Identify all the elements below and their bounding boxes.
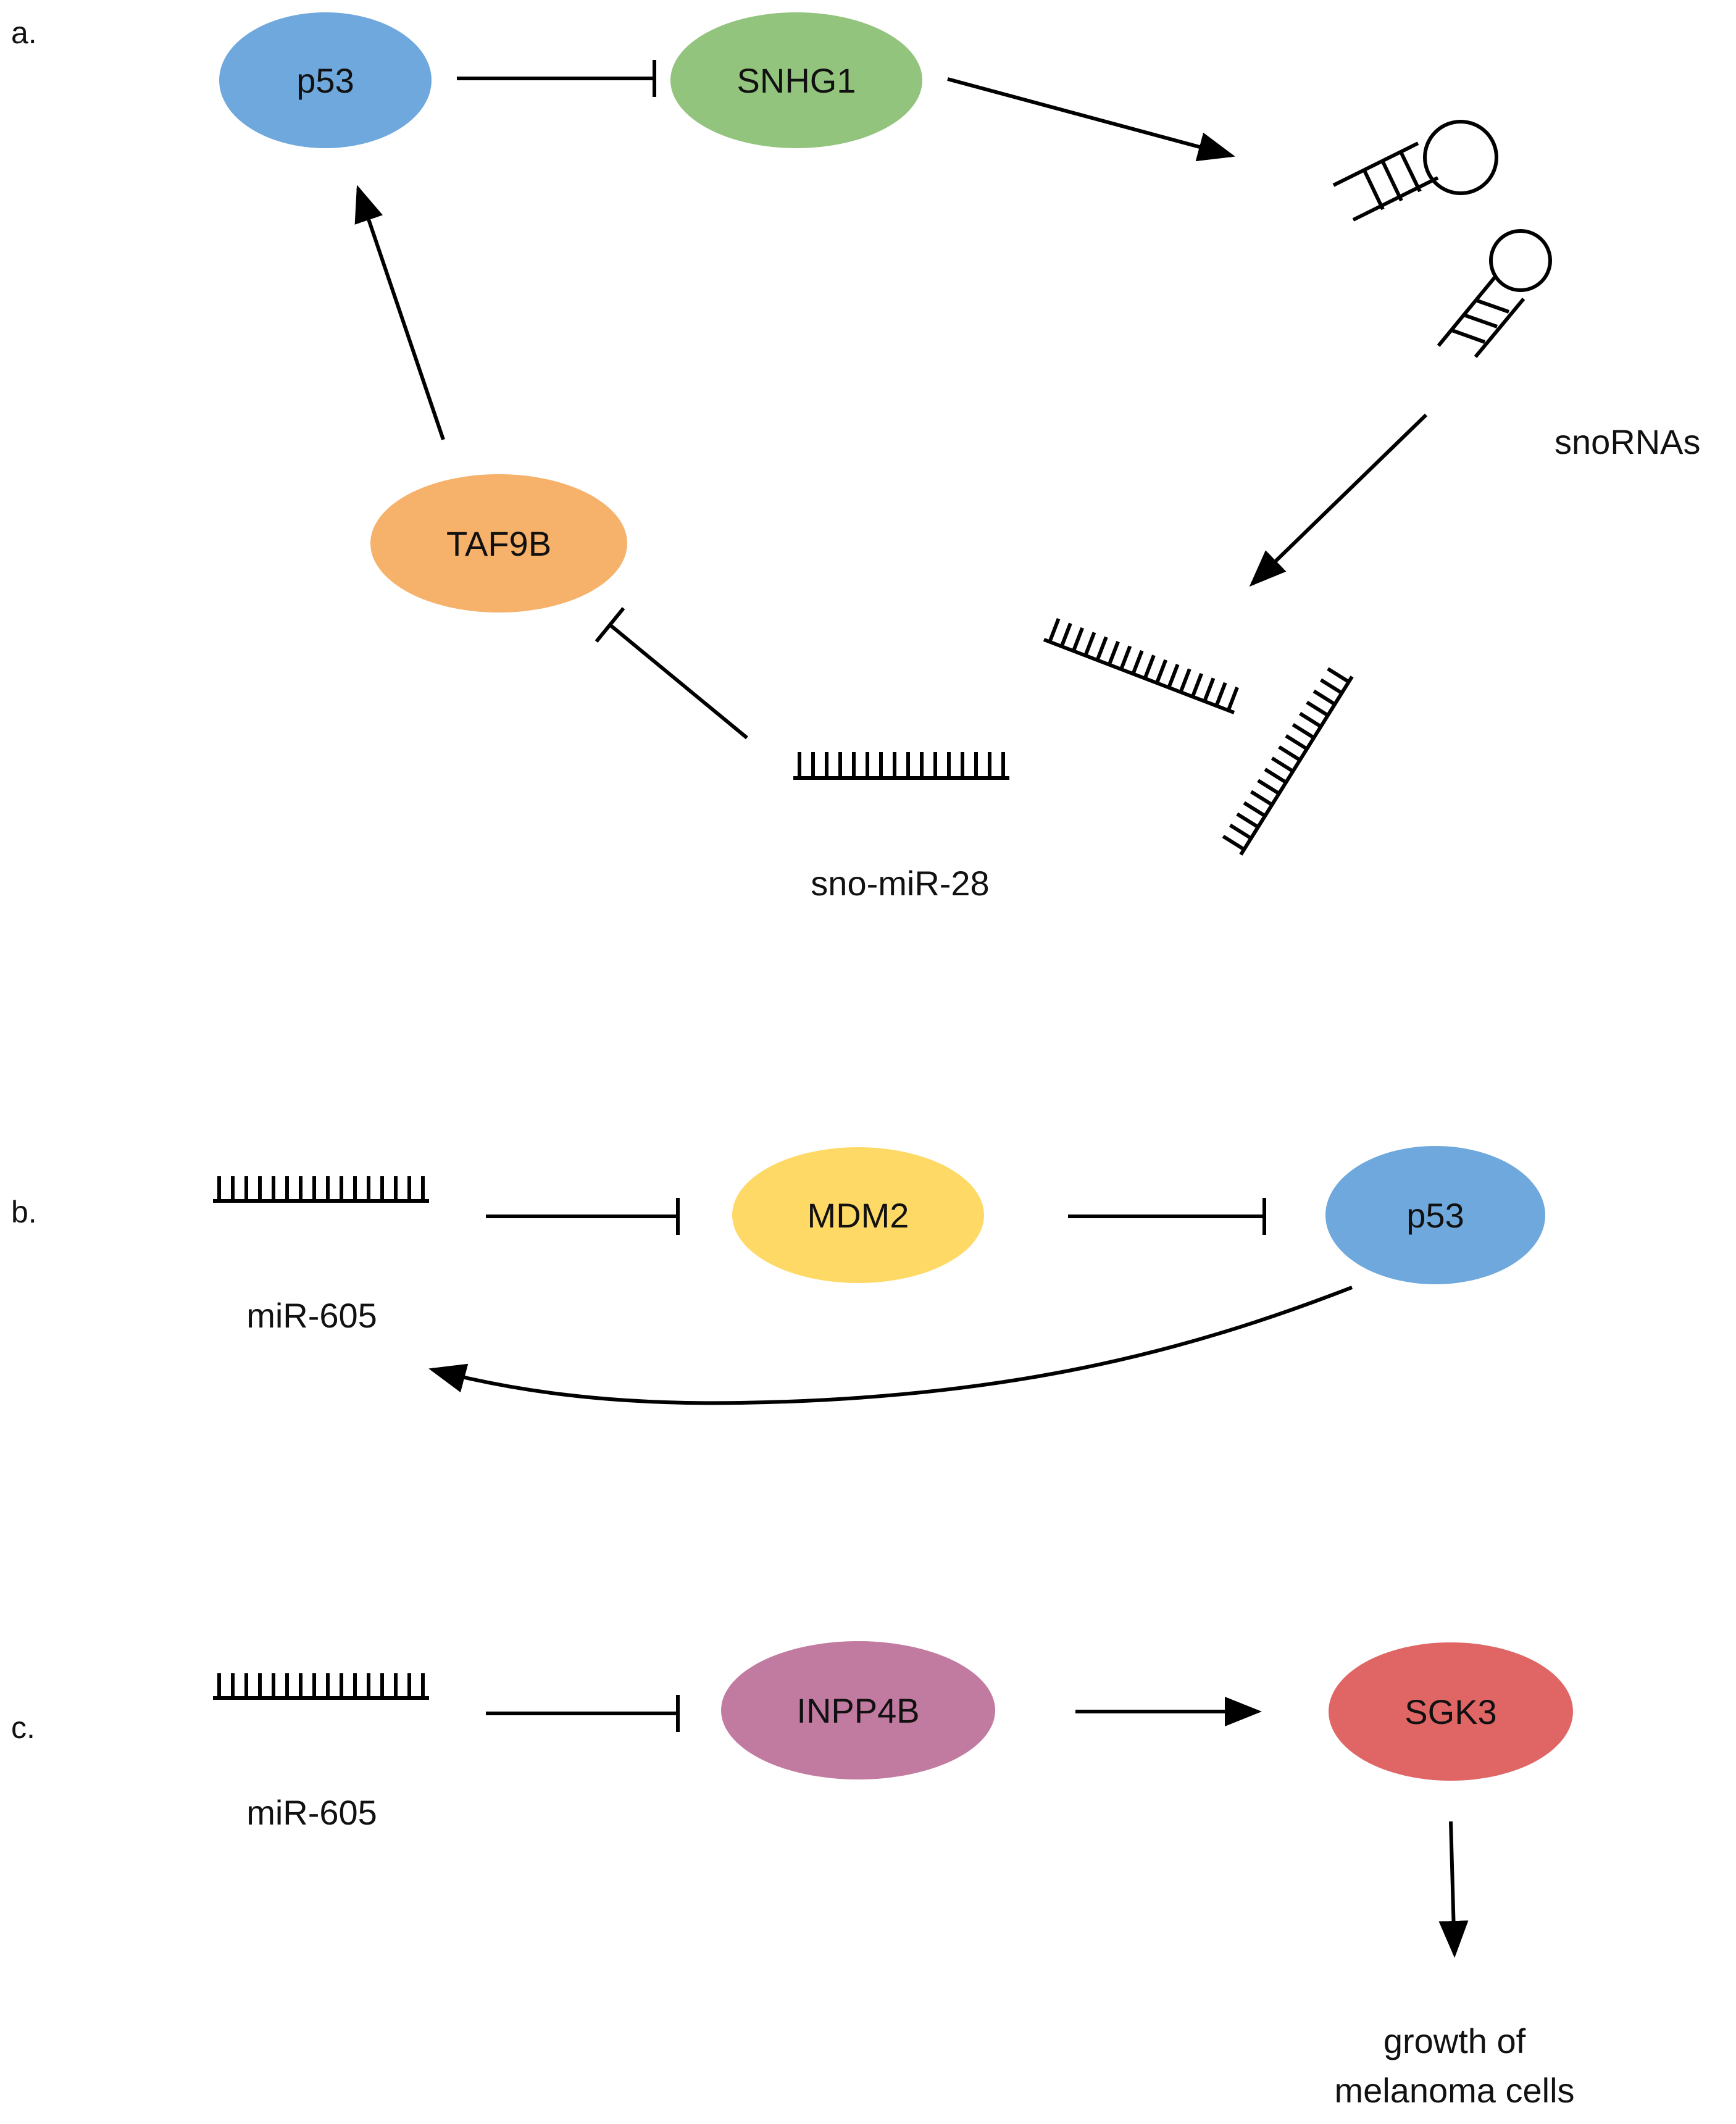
fragment-1-teeth <box>1048 618 1239 711</box>
node-p53-b-shape <box>1325 1146 1545 1284</box>
node-p53-a: p53 <box>219 12 432 148</box>
mir-605-strand-c <box>213 1673 429 1700</box>
snorna-hairpin-2 <box>1437 229 1552 358</box>
node-mdm2-label: MDM2 <box>807 1196 909 1235</box>
node-sgk3: SGK3 <box>1329 1642 1573 1781</box>
sno-mir-28-teeth <box>798 752 1005 778</box>
mir-605-label-b: miR-605 <box>246 1296 377 1335</box>
edge-mir605-inhibits-mdm2 <box>486 1198 680 1235</box>
outcome-label-line2: melanoma cells <box>1334 2071 1574 2110</box>
node-taf9b-shape <box>370 474 627 613</box>
node-inpp4b-shape <box>721 1641 995 1779</box>
processed-fragment-1 <box>1043 618 1239 714</box>
node-sgk3-label: SGK3 <box>1404 1692 1496 1731</box>
edge-snomir28-inhibits-taf9b <box>595 607 748 740</box>
node-taf9b-label: TAF9B <box>446 524 551 563</box>
edge-p53-inhibits-snhg1 <box>457 60 656 97</box>
edge-p53-to-mir605 <box>428 1286 1353 1405</box>
mir-605-label-c: miR-605 <box>246 1793 377 1832</box>
processed-fragment-2 <box>1222 667 1354 856</box>
node-taf9b: TAF9B <box>370 474 627 613</box>
node-p53-a-shape <box>219 12 432 148</box>
node-inpp4b-label: INPP4B <box>796 1691 919 1730</box>
panel-a: a. p53 SNHG1 TAF9B <box>11 12 1701 903</box>
node-sgk3-shape <box>1329 1642 1573 1781</box>
mir-605-c-teeth <box>217 1673 425 1698</box>
fragment-2-teeth <box>1222 667 1350 851</box>
edge-snhg1-to-snornas <box>947 77 1235 162</box>
node-snhg1: SNHG1 <box>670 12 922 148</box>
sno-mir-28-label: sno-miR-28 <box>811 864 989 903</box>
panel-b: b. miR-605 MDM2 p53 <box>11 1146 1545 1405</box>
edge-snornas-to-fragments <box>1249 413 1428 587</box>
node-snhg1-shape <box>670 12 922 148</box>
node-mdm2-shape <box>732 1147 984 1283</box>
mir-605-strand-b <box>213 1176 429 1203</box>
node-p53-b: p53 <box>1325 1146 1545 1284</box>
panel-b-label: b. <box>11 1195 37 1229</box>
outcome-label-line1: growth of <box>1383 2022 1526 2060</box>
snorna-hairpin-1 <box>1332 120 1498 222</box>
panel-c-label: c. <box>11 1710 35 1745</box>
node-mdm2: MDM2 <box>732 1147 984 1283</box>
edge-taf9b-to-p53 <box>354 185 445 440</box>
node-p53-a-label: p53 <box>296 61 354 100</box>
snornas-label: snoRNAs <box>1554 422 1701 461</box>
edge-sgk3-to-growth <box>1438 1821 1469 1958</box>
node-p53-b-label: p53 <box>1406 1196 1464 1235</box>
edge-mir605-inhibits-inpp4b <box>486 1695 680 1732</box>
panel-c: c. miR-605 INPP4B SGK3 growth of melanom… <box>11 1641 1575 2110</box>
node-inpp4b: INPP4B <box>721 1641 995 1779</box>
edge-mdm2-inhibits-p53 <box>1068 1198 1266 1235</box>
mir-605-b-teeth <box>217 1176 425 1201</box>
panel-a-label: a. <box>11 15 37 50</box>
sno-mir-28-strand <box>793 752 1009 780</box>
node-snhg1-label: SNHG1 <box>737 61 856 100</box>
